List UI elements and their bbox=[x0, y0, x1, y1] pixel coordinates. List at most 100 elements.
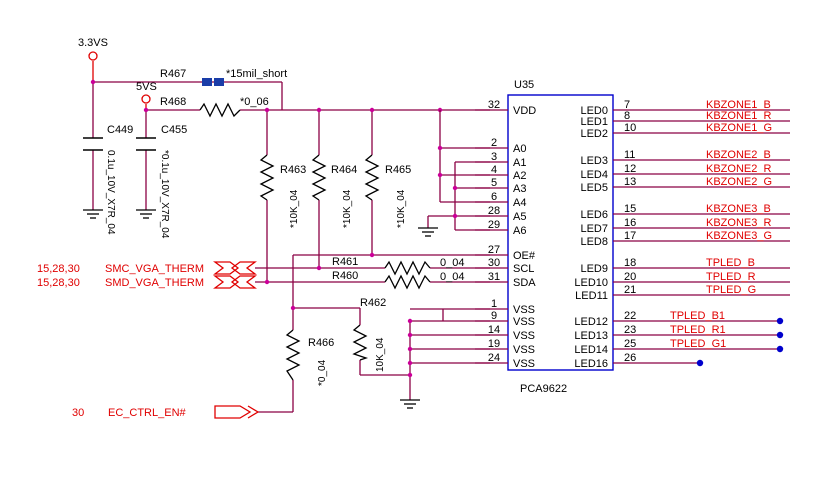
ic-pin-name: A0 bbox=[513, 143, 526, 155]
ic-pin-number: 2 bbox=[491, 137, 497, 149]
ic-pin-name: LED9 bbox=[580, 263, 608, 275]
rail-5v bbox=[145, 104, 490, 210]
junction-dot bbox=[264, 107, 270, 113]
ic-pin-name: LED10 bbox=[574, 277, 608, 289]
junction-dot bbox=[264, 279, 270, 285]
ic-pin-name: A2 bbox=[513, 170, 526, 182]
resistor-value-r464: *10K_04 bbox=[342, 189, 353, 228]
offpage-connector-smc bbox=[213, 261, 257, 275]
resistor-ref-r461: R461 bbox=[332, 256, 358, 268]
ic-pin-name: LED11 bbox=[575, 290, 608, 302]
ic-pin-number: 32 bbox=[488, 99, 500, 111]
junction-dot bbox=[290, 305, 296, 311]
ic-pin-number: 30 bbox=[488, 257, 500, 269]
ic-pin-number: 9 bbox=[491, 310, 497, 322]
ic-pin-number: 3 bbox=[491, 151, 497, 163]
resistor-r461 bbox=[384, 260, 431, 276]
ic-part: PCA9622 bbox=[520, 383, 567, 395]
power-label-3v3: 3.3VS bbox=[78, 37, 108, 49]
resistor-ref-r464: R464 bbox=[331, 164, 357, 176]
junction-dot bbox=[369, 107, 375, 113]
net-label: KBZONE1_R bbox=[706, 110, 771, 122]
offpage-pages-smc: 15,28,30 bbox=[37, 263, 80, 275]
ic-pin-number: 16 bbox=[624, 217, 636, 229]
junction-dot bbox=[437, 172, 443, 178]
junction-dot bbox=[407, 346, 413, 352]
ic-pin-number: 31 bbox=[488, 271, 500, 283]
ic-pin-name: LED1 bbox=[580, 116, 608, 128]
ic-pin-name: LED13 bbox=[574, 330, 608, 342]
resistor-value-r465: *10K_04 bbox=[396, 189, 407, 228]
ic-pin-name: VSS bbox=[513, 344, 535, 356]
junction-dot bbox=[407, 318, 413, 324]
resistor-r468 bbox=[199, 102, 241, 118]
ic-pin-number: 20 bbox=[624, 271, 636, 283]
junction-dot bbox=[407, 332, 413, 338]
ic-pin-number: 13 bbox=[624, 176, 636, 188]
net-label: KBZONE1_B bbox=[706, 99, 771, 111]
capacitor-ref-c449: C449 bbox=[107, 124, 133, 136]
ic-pin-number: 23 bbox=[624, 324, 636, 336]
ic-pin-number: 6 bbox=[491, 191, 497, 203]
power-label-5v: 5VS bbox=[136, 81, 157, 93]
ic-pin-name: LED4 bbox=[580, 169, 608, 181]
ic-pin-number: 4 bbox=[491, 164, 497, 176]
resistor-ref-r462: R462 bbox=[360, 297, 386, 309]
ic-pin-number: 1 bbox=[491, 298, 497, 310]
vss-wires bbox=[409, 308, 490, 400]
no-connect-node bbox=[776, 331, 784, 339]
junction-dot bbox=[407, 372, 413, 378]
ic-pin-name: A3 bbox=[513, 183, 526, 195]
power-symbol-3v3 bbox=[88, 51, 98, 61]
ic-pin-name: OE# bbox=[513, 250, 536, 262]
junction-dot bbox=[143, 107, 149, 113]
ic-pin-name: LED8 bbox=[580, 236, 608, 248]
offpage-pages-smd: 15,28,30 bbox=[37, 277, 80, 289]
ic-pin-name: A5 bbox=[513, 211, 526, 223]
net-label: TPLED_R1 bbox=[670, 324, 726, 336]
ic-pin-name: VDD bbox=[513, 105, 536, 117]
ic-pin-name: LED5 bbox=[580, 182, 608, 194]
resistor-r463 bbox=[259, 154, 275, 201]
ic-pin-number: 12 bbox=[624, 163, 636, 175]
resistor-value-r463: *10K_04 bbox=[289, 189, 300, 228]
junction-dot bbox=[437, 145, 443, 151]
ic-pin-number: 19 bbox=[488, 338, 500, 350]
ic-pin-number: 11 bbox=[624, 149, 635, 161]
ic-pin-name: VSS bbox=[513, 316, 535, 328]
ic-pin-name: LED6 bbox=[580, 209, 608, 221]
offpage-connector-ec bbox=[214, 405, 260, 419]
junction-dot bbox=[316, 107, 322, 113]
ic-pin-number: 28 bbox=[488, 205, 500, 217]
resistor-r464 bbox=[311, 154, 327, 201]
ic-pin-number: 18 bbox=[624, 257, 636, 269]
junction-dot bbox=[452, 213, 458, 219]
offpage-net-ec: EC_CTRL_EN# bbox=[108, 407, 187, 419]
ic-pin-name: A4 bbox=[513, 197, 526, 209]
junction-dot bbox=[452, 185, 458, 191]
resistor-value-r461: 0_04 bbox=[440, 257, 464, 269]
resistor-r465 bbox=[364, 154, 380, 201]
net-label: TPLED_G bbox=[706, 284, 756, 296]
net-label: TPLED_R bbox=[706, 271, 756, 283]
capacitor-c455 bbox=[136, 137, 156, 151]
jumper-value: *15mil_short bbox=[226, 68, 287, 80]
net-label: TPLED_B1 bbox=[670, 310, 725, 322]
power-symbol-5v bbox=[141, 94, 151, 104]
ic-pin-name: LED12 bbox=[574, 316, 608, 328]
junction-dot bbox=[316, 265, 322, 271]
net-label: KBZONE2_B bbox=[706, 149, 771, 161]
ic-pin-name: LED3 bbox=[580, 155, 608, 167]
ic-pin-name: LED0 bbox=[580, 105, 608, 117]
offpage-pages-ec: 30 bbox=[72, 407, 84, 419]
no-connect-node bbox=[696, 359, 704, 367]
ic-pin-name: LED7 bbox=[580, 223, 608, 235]
junction-dot bbox=[407, 360, 413, 366]
resistor-r460 bbox=[384, 274, 431, 290]
jumper-ref: R467 bbox=[160, 68, 186, 80]
capacitor-c449 bbox=[83, 137, 103, 151]
ic-pin-number: 15 bbox=[624, 203, 636, 215]
